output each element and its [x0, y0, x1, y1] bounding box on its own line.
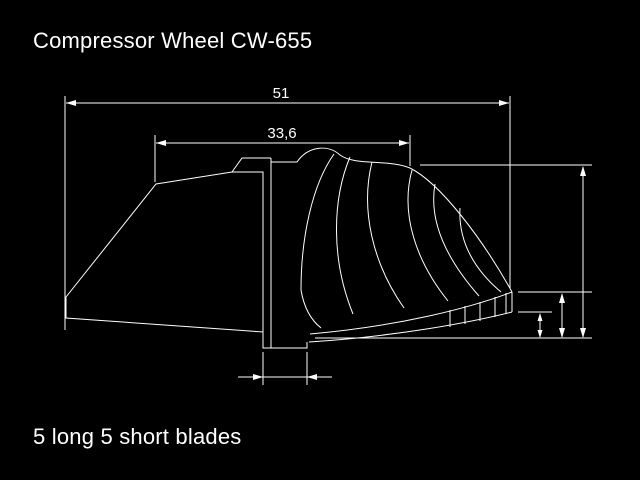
wheel-hub: [231, 157, 308, 349]
wheel-blade-profile: [271, 147, 513, 343]
dimension-inducer-width: 33,6: [154, 125, 411, 182]
wheel-back-disk-section: [65, 171, 264, 333]
arrowhead: [66, 100, 76, 106]
page-title: Compressor Wheel CW-655: [33, 28, 313, 53]
caption-text: 5 long 5 short blades: [33, 424, 242, 449]
arrowhead: [580, 328, 586, 338]
blade-curve-short: [459, 207, 502, 293]
blade-root-line: [309, 291, 513, 335]
blade-curve: [300, 289, 322, 329]
arrowhead: [537, 313, 543, 321]
arrowhead: [559, 293, 565, 303]
shroud-contour: [271, 147, 513, 293]
dim-label-overall-width: 51: [273, 85, 290, 102]
dim-label-inducer-width: 33,6: [267, 125, 296, 142]
arrowhead: [253, 374, 263, 380]
blade-curve: [367, 161, 405, 309]
arrowhead: [307, 374, 317, 380]
dimension-heights-right: [315, 164, 592, 339]
dimension-hub-boss: [238, 352, 332, 385]
arrowhead: [156, 140, 166, 146]
blade-leading-edge: [300, 153, 335, 291]
blade-curve: [433, 183, 480, 297]
arrowhead: [537, 330, 543, 338]
arrowhead: [499, 100, 509, 106]
blade-curves: [300, 153, 507, 329]
shaft-boss: [262, 332, 308, 349]
backplate-contour: [308, 311, 513, 343]
dimension-overall-width: 51: [64, 85, 511, 330]
hub-nose: [231, 157, 271, 173]
arrowhead: [580, 166, 586, 176]
blade-curve: [336, 156, 354, 315]
hatched-cross-section: [65, 171, 264, 333]
arrowhead: [559, 328, 565, 338]
arrowhead: [399, 140, 409, 146]
blade-curve: [407, 169, 449, 302]
